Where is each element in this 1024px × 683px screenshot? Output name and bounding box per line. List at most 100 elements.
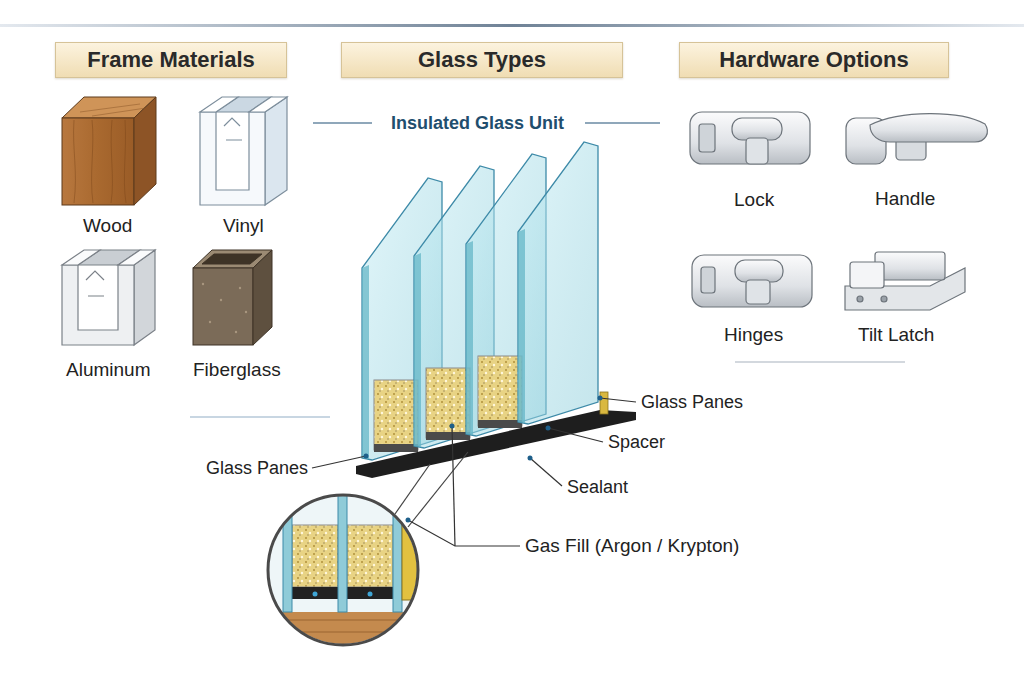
- top-rule: [0, 24, 1024, 27]
- divider-lines: [313, 122, 372, 124]
- fiberglass-icon: [209, 321, 211, 323]
- insulated-glass-unit: [600, 392, 608, 414]
- material-label: Wood: [83, 215, 132, 237]
- unit-title: Insulated Glass Unit: [391, 113, 564, 134]
- hinges-icon: [701, 267, 715, 293]
- tilt-latch-icon: [850, 262, 884, 288]
- leader-dots: [364, 396, 603, 523]
- fiberglass-icon: [220, 299, 222, 301]
- wood-icon: [80, 104, 146, 116]
- part-label: Sealant: [567, 477, 628, 498]
- material-label: Aluminum: [66, 359, 150, 381]
- top-rule: [0, 24, 1024, 27]
- aluminum-icon: [62, 265, 134, 345]
- wood-icon: [74, 120, 126, 203]
- section-header: Glass Types: [341, 42, 623, 78]
- zoom-detail: [313, 592, 318, 597]
- hardware-label: Tilt Latch: [858, 324, 934, 346]
- spacer: [374, 380, 418, 450]
- glass-pane: [362, 265, 369, 459]
- leader-dots: [546, 426, 551, 431]
- zoom-detail: [347, 525, 393, 587]
- header-text: Glass Types: [418, 47, 546, 73]
- leader-lines: [452, 426, 455, 546]
- vinyl-icon: [265, 97, 287, 205]
- divider-lines: [735, 361, 905, 363]
- leader-dots: [406, 518, 411, 523]
- leader-lines: [408, 520, 520, 546]
- hinges-icon: [692, 255, 812, 307]
- part-label: Gas Fill (Argon / Krypton): [525, 535, 739, 557]
- hardware-label: Handle: [875, 188, 935, 210]
- zoom-detail: [408, 452, 468, 527]
- vinyl-icon: [249, 97, 287, 112]
- material-label: Vinyl: [223, 215, 264, 237]
- leader-dots: [598, 396, 603, 401]
- tilt-latch-icon: [881, 296, 887, 302]
- leader-lines: [600, 398, 636, 402]
- aluminum-icon: [86, 271, 104, 296]
- leader-lines: [312, 456, 366, 468]
- handle-icon: [846, 114, 987, 164]
- zoom-detail: [268, 495, 418, 647]
- glass-pane: [518, 229, 525, 423]
- leader-lines: [548, 428, 603, 442]
- fiberglass-icon: [235, 331, 237, 333]
- spacer: [478, 356, 522, 428]
- fiberglass-icon: [202, 254, 262, 264]
- leader-lines: [312, 398, 636, 546]
- glass-pane: [518, 142, 598, 424]
- wood-icon: [62, 97, 156, 205]
- zoom-detail: [268, 452, 468, 647]
- wood-icon: [62, 118, 134, 205]
- hardware-label: Lock: [734, 189, 774, 211]
- spacer: [374, 444, 418, 452]
- fiberglass-icon: [245, 311, 247, 313]
- wood-icon: [134, 97, 156, 205]
- section-header: Hardware Options: [679, 42, 949, 78]
- lock-icon: [746, 138, 768, 164]
- tilt-latch-icon: [857, 296, 863, 302]
- zoom-detail: [368, 592, 373, 597]
- fiberglass-icon: [253, 250, 272, 345]
- leader-dots: [450, 424, 455, 429]
- header-text: Frame Materials: [87, 47, 255, 73]
- hinges-icon: [746, 280, 770, 304]
- glass-pane: [518, 142, 598, 424]
- zoom-detail: [283, 495, 292, 612]
- hinges-icon: [735, 260, 783, 282]
- vinyl-icon: [224, 118, 242, 140]
- vinyl-icon: [200, 97, 287, 205]
- fiberglass-icon: [202, 283, 204, 285]
- fiberglass-icon: [193, 250, 272, 345]
- glass-pane: [414, 253, 421, 447]
- hardware-label: Hinges: [724, 324, 783, 346]
- fiberglass-icon: [202, 283, 247, 333]
- fiberglass-icon: [193, 268, 253, 345]
- aluminum-icon: [62, 250, 155, 345]
- section-header: Frame Materials: [55, 42, 287, 78]
- handle-icon: [870, 114, 987, 142]
- spacer: [374, 380, 418, 452]
- zoom-detail: [268, 612, 418, 647]
- lock-icon: [690, 112, 810, 164]
- spacer: [426, 432, 470, 440]
- part-label: Glass Panes: [641, 392, 743, 413]
- zoom-detail: [292, 525, 338, 587]
- spacer: [478, 356, 522, 426]
- zoom-detail: [393, 495, 402, 612]
- hinges-icon: [692, 255, 812, 307]
- part-label: Spacer: [608, 432, 665, 453]
- material-label: Fiberglass: [193, 359, 281, 381]
- lock-icon: [690, 112, 810, 164]
- spacer: [426, 368, 470, 438]
- zoom-detail: [268, 495, 418, 645]
- glass-pane: [466, 241, 473, 435]
- spacer: [426, 368, 470, 440]
- tilt-latch-icon: [875, 252, 945, 280]
- zoom-detail: [338, 495, 347, 612]
- divider-lines: [585, 122, 660, 124]
- lock-icon: [699, 124, 715, 152]
